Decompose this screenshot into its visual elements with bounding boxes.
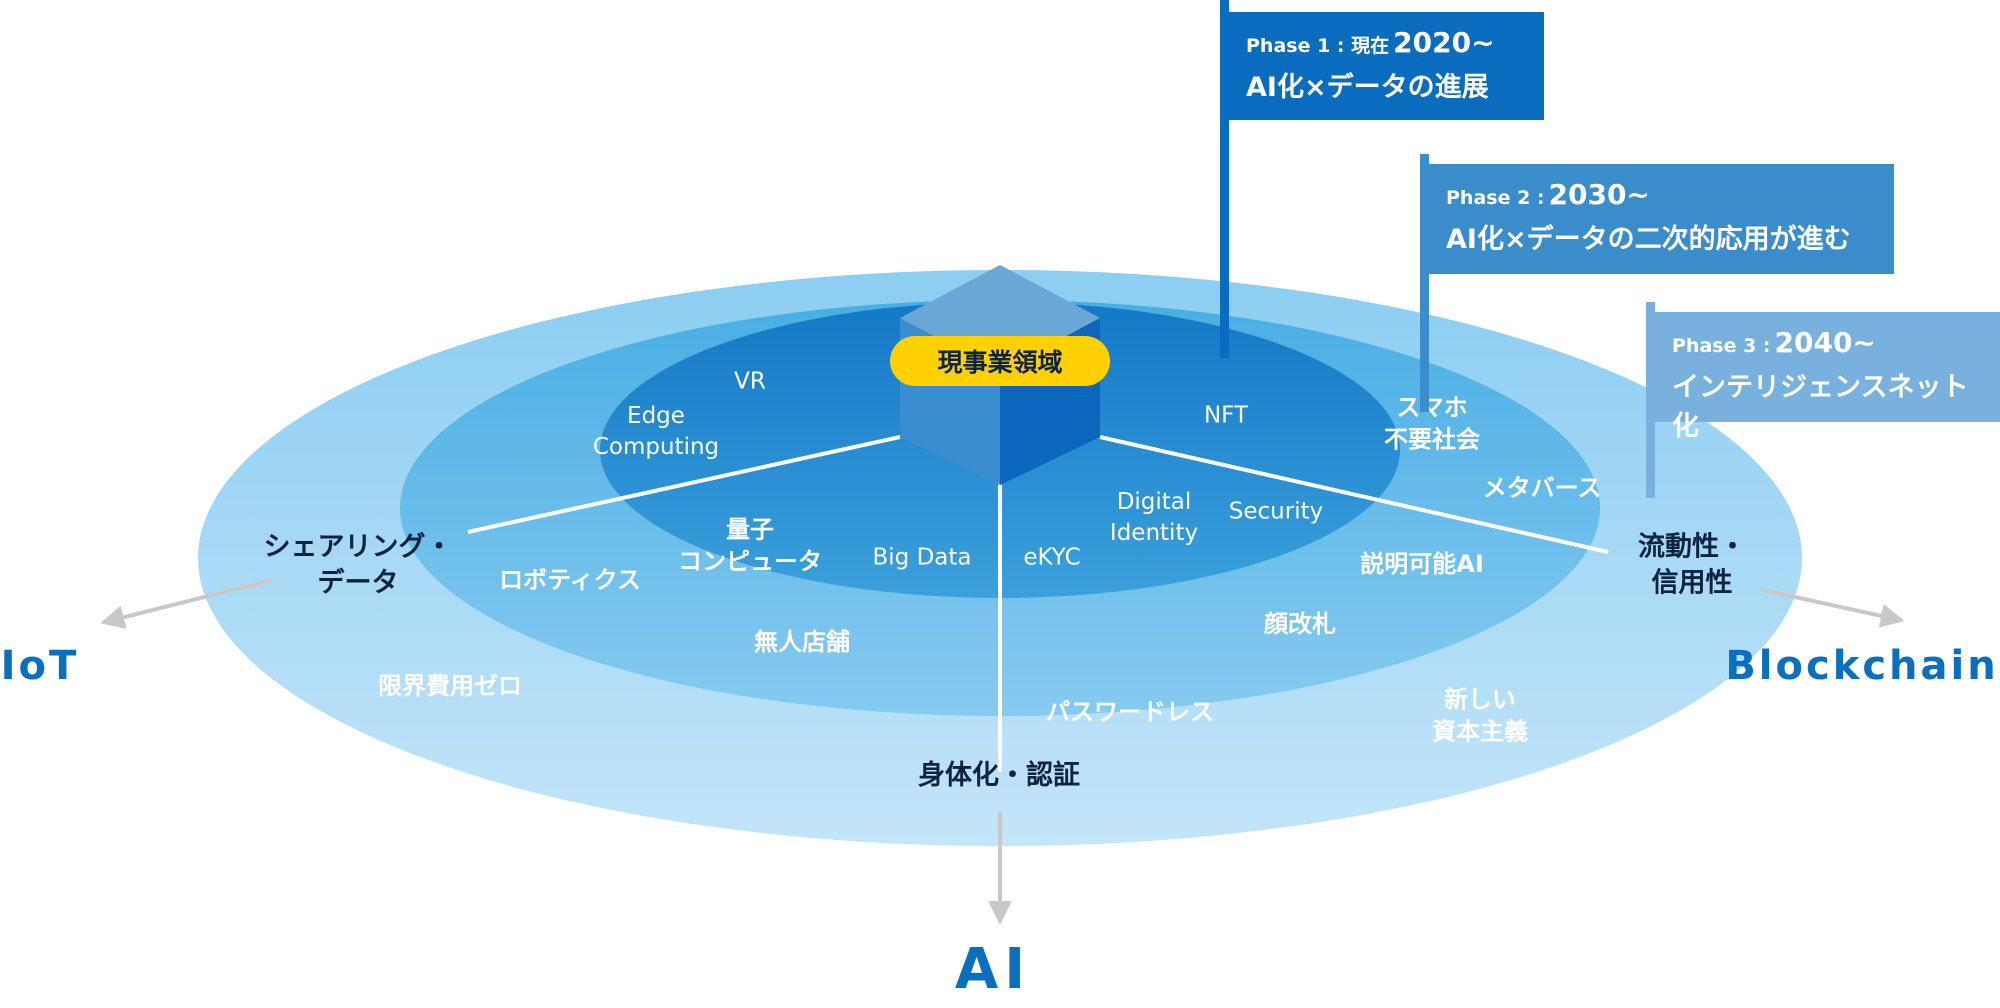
label-face-gate: 顔改札 [1264,609,1336,638]
phase-2-pole [1420,154,1429,412]
blockchain-axis-line [1099,435,1609,554]
phase-3-flag: Phase 3 :2040~ インテリジェンスネット化 [1652,312,2000,442]
phase-1-pole [1220,0,1229,358]
label-liquidity-credit: 流動性・ 信用性 [1638,531,1746,599]
label-robotics: ロボティクス [499,565,641,594]
label-vr: VR [734,368,766,395]
iot-axis-line [467,435,901,534]
label-explainable-ai: 説明可能AI [1360,549,1484,578]
label-ekyc: eKYC [1023,544,1081,571]
label-nft: NFT [1203,402,1249,429]
label-quantum-computer: 量子 コンピュータ [678,515,822,576]
label-new-capitalism: 新しい 資本主義 [1432,685,1528,746]
blockchain-axis-arrow [1762,588,1905,628]
label-edge-computing: Edge Computing [592,402,720,460]
axis-label-iot: IoT [0,643,80,689]
phase-3-description: インテリジェンスネット化 [1672,372,1969,442]
label-digital-identity: Digital Identity [1109,488,1199,546]
label-passwordless: パスワードレス [1046,697,1214,726]
label-unmanned-store: 無人店舗 [754,627,850,656]
label-metaverse: メタバース [1482,473,1602,502]
phase-2-flag: Phase 2 :2030~ AI化×データの二次的応用が進む [1426,164,1894,274]
phase-1-year: 2020~ [1393,26,1495,59]
label-sharing-data: シェアリング・ データ [263,531,453,599]
core-cube-top [900,265,1100,372]
phase-2-year: 2030~ [1548,178,1650,211]
label-security: Security [1228,498,1324,525]
phase-1-label: Phase 1 : 現在 [1246,35,1390,57]
phase-3-year: 2040~ [1774,326,1876,359]
label-big-data: Big Data [872,544,972,571]
core-business-badge: 現事業領域 [890,336,1110,386]
iot-axis-arrow [100,578,273,629]
phase-3-label: Phase 3 : [1672,335,1771,357]
phase-2-label: Phase 2 : [1446,187,1545,209]
phase-1-description: AI化×データの進展 [1246,72,1489,103]
axis-label-ai: AI [954,937,1032,1003]
label-embodiment-authentication: 身体化・認証 [918,759,1080,791]
phase-3-pole [1646,302,1655,498]
label-no-smartphone-society: スマホ 不要社会 [1384,393,1480,454]
label-zero-marginal-cost: 限界費用ゼロ [378,671,522,700]
axis-label-blockchain: Blockchain [1725,643,1999,689]
phase-2-description: AI化×データの二次的応用が進む [1446,224,1851,255]
